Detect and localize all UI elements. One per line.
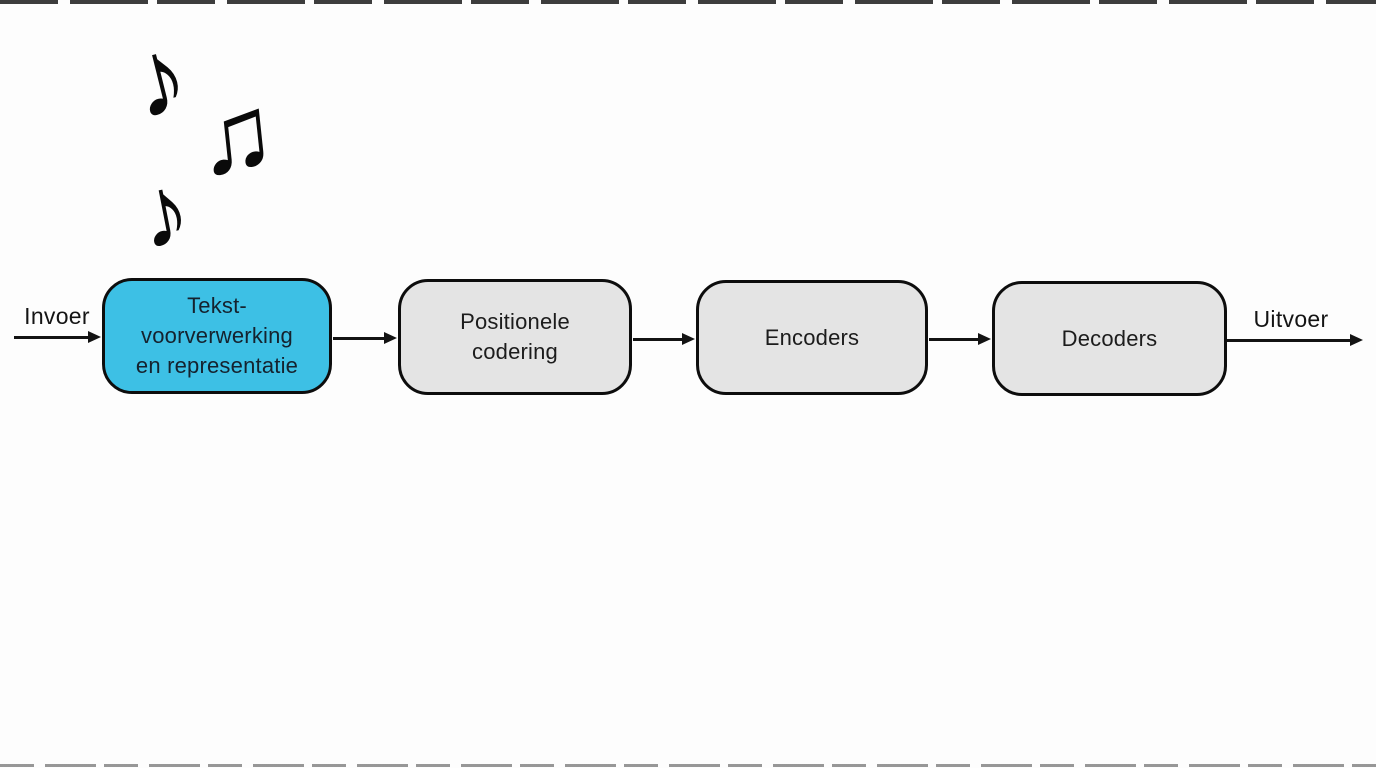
arrow-positional-to-encoders: [633, 333, 695, 345]
output-arrow: [1227, 334, 1363, 346]
eighth-note-icon: ♪: [118, 12, 200, 143]
node-decoders: Decoders: [992, 281, 1227, 396]
node-label-line: voorverwerking: [141, 323, 293, 348]
node-label-line: Positionele: [460, 309, 570, 334]
node-label-line: Tekst-: [187, 293, 247, 318]
beamed-eighth-notes-icon: ♫: [190, 72, 282, 198]
node-label-line: Encoders: [764, 324, 860, 350]
output-label: Uitvoer: [1253, 306, 1329, 332]
input-arrow: [14, 331, 101, 343]
bottom-edge-artifact: [0, 764, 1376, 767]
node-positionele-codering: Positionele codering: [398, 279, 632, 395]
input-label: Invoer: [24, 303, 90, 329]
node-tekst-voorverwerking: Tekst- voorverwerking en representatie: [102, 278, 332, 394]
top-edge-artifact: [0, 0, 1376, 4]
node-label-line: en representatie: [135, 353, 299, 378]
node-label-line: Decoders: [1061, 325, 1158, 351]
eighth-note-icon: ♪: [128, 152, 200, 272]
node-encoders: Encoders: [696, 280, 928, 395]
node-label-line: codering: [472, 339, 558, 364]
arrow-preprocessing-to-positional: [333, 332, 397, 344]
arrow-encoders-to-decoders: [929, 333, 991, 345]
